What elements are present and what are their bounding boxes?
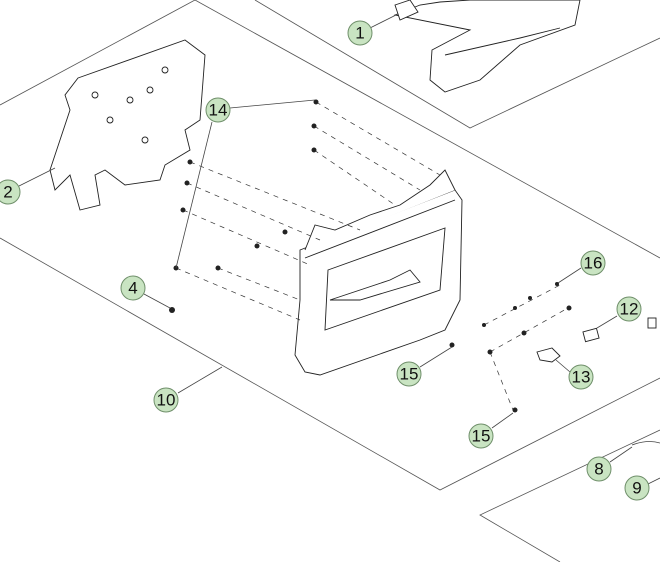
- svg-text:1: 1: [355, 24, 364, 43]
- svg-text:2: 2: [3, 183, 12, 202]
- svg-text:15: 15: [400, 365, 419, 384]
- callout-1: 1: [347, 20, 373, 46]
- svg-text:8: 8: [594, 460, 603, 479]
- callout-14: 14: [205, 97, 231, 123]
- cable-part: [631, 441, 660, 446]
- callout-9: 9: [624, 475, 650, 501]
- svg-text:12: 12: [620, 300, 639, 319]
- callout-15a: 15: [396, 361, 422, 387]
- callout-8: 8: [586, 456, 612, 482]
- insulation-panel-part: [49, 39, 206, 211]
- bracket-part: [536, 347, 561, 363]
- svg-text:13: 13: [572, 368, 591, 387]
- plane-main-left: [0, 0, 196, 106]
- armrest-part: [393, 0, 581, 93]
- callout-2: 2: [0, 179, 21, 205]
- svg-text:14: 14: [209, 101, 228, 120]
- callout-12: 12: [616, 296, 642, 322]
- callout-4: 4: [120, 275, 146, 301]
- svg-text:10: 10: [157, 391, 176, 410]
- callout-10: 10: [153, 387, 179, 413]
- plane-main: [194, 0, 660, 259]
- svg-text:9: 9: [632, 479, 641, 498]
- plane-upper: [254, 0, 660, 129]
- callout-16: 16: [580, 250, 606, 276]
- plane-main-bottom: [0, 237, 660, 491]
- svg-text:15: 15: [472, 427, 491, 446]
- leader-lines: [18, 13, 660, 485]
- callout-15b: 15: [468, 423, 494, 449]
- fastener-lines: [175, 101, 569, 411]
- callout-13: 13: [568, 364, 594, 390]
- screws: [169, 99, 572, 413]
- door-trim-panel-part: [294, 169, 463, 376]
- svg-text:4: 4: [128, 279, 137, 298]
- switch-part: [582, 317, 657, 343]
- svg-text:16: 16: [584, 254, 603, 273]
